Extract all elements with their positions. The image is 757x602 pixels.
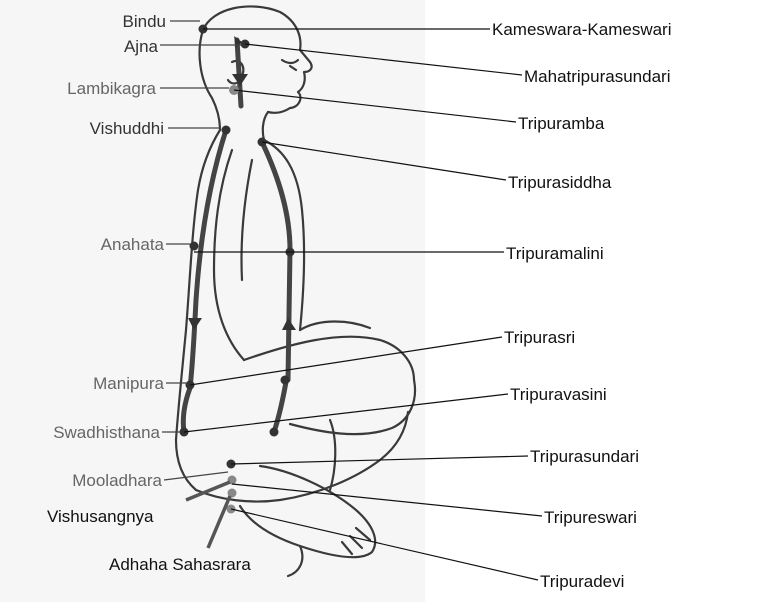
label-manipura: Manipura bbox=[93, 374, 164, 393]
label-tripurasri: Tripurasri bbox=[504, 328, 575, 347]
label-tripurasiddha: Tripurasiddha bbox=[508, 173, 612, 192]
label-mooladhara: Mooladhara bbox=[72, 471, 162, 490]
right-leaders bbox=[184, 29, 542, 580]
label-tripurasundari: Tripurasundari bbox=[530, 447, 639, 466]
label-tripureswari: Tripureswari bbox=[544, 508, 637, 527]
label-tripuramba: Tripuramba bbox=[518, 114, 605, 133]
label-tripuramalini: Tripuramalini bbox=[506, 244, 604, 263]
label-mahatripurasundari: Mahatripurasundari bbox=[524, 67, 670, 86]
label-lambikagra: Lambikagra bbox=[67, 79, 156, 98]
label-tripuravasini: Tripuravasini bbox=[510, 385, 607, 404]
label-bindu: Bindu bbox=[123, 12, 166, 31]
label-swadhisthana: Swadhisthana bbox=[53, 423, 160, 442]
label-kameswara-kameswari: Kameswara-Kameswari bbox=[492, 20, 672, 39]
left-leaders bbox=[160, 21, 241, 548]
label-vishuddhi: Vishuddhi bbox=[90, 119, 164, 138]
label-anahata: Anahata bbox=[101, 235, 165, 254]
label-vishusangnya: Vishusangnya bbox=[47, 507, 154, 526]
label-ajna: Ajna bbox=[124, 37, 159, 56]
label-tripuradevi: Tripuradevi bbox=[540, 572, 624, 591]
label-adhaha-sahasrara: Adhaha Sahasrara bbox=[109, 555, 251, 574]
